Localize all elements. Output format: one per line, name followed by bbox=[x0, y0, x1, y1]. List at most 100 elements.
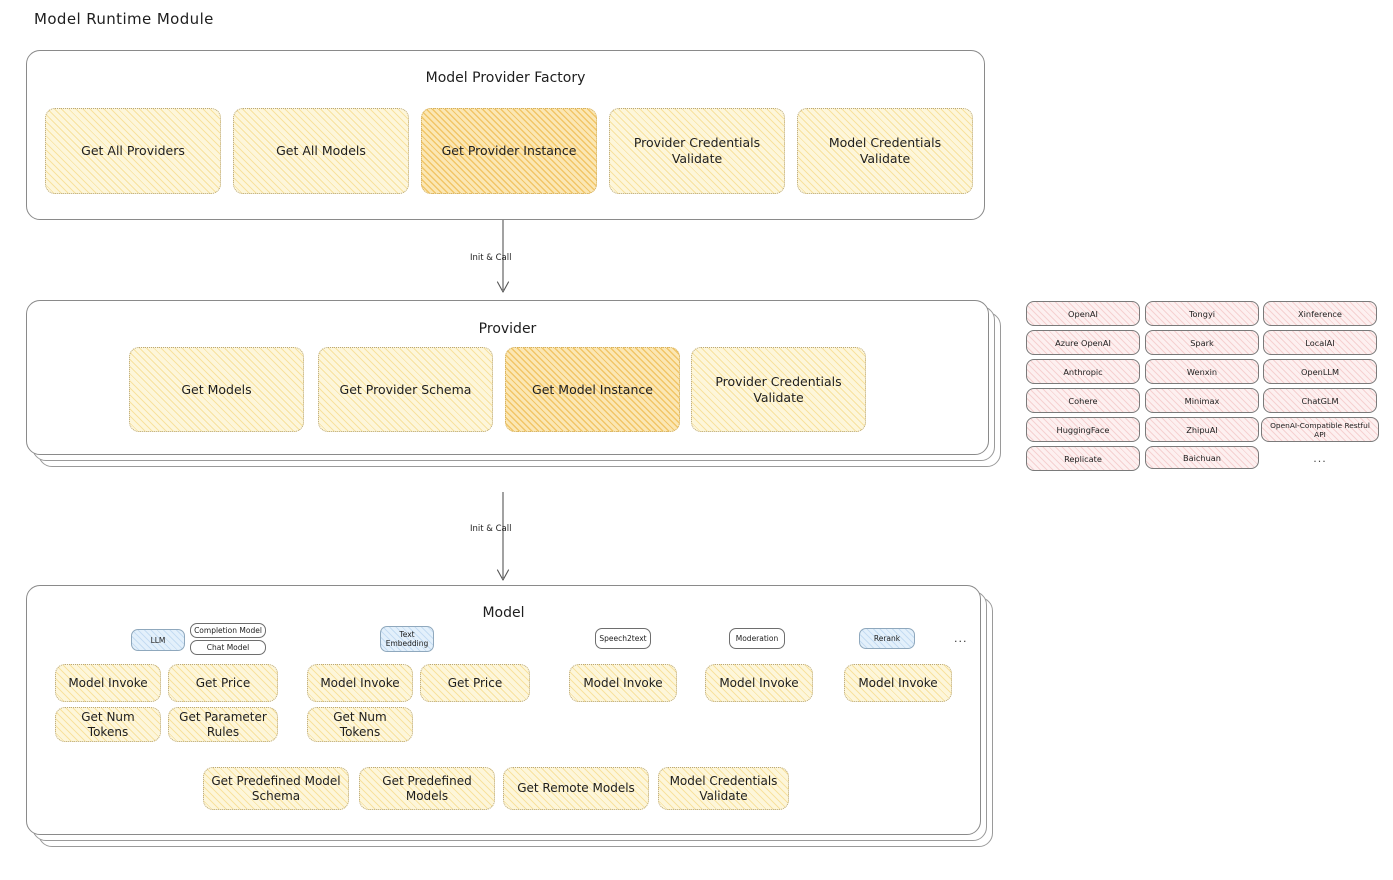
provider-chip-cohere[interactable]: Cohere bbox=[1026, 388, 1140, 413]
chip-label: Wenxin bbox=[1186, 366, 1218, 377]
node-get-models[interactable]: Get Models bbox=[129, 347, 304, 432]
badge-speech2text[interactable]: Speech2text bbox=[595, 628, 651, 649]
badge-label: Text Embedding bbox=[385, 630, 429, 648]
node-label: Get Predefined Models bbox=[382, 773, 472, 803]
factory-title: Model Provider Factory bbox=[425, 70, 586, 86]
provider-title: Provider bbox=[478, 321, 537, 337]
chip-label: HuggingFace bbox=[1056, 424, 1110, 435]
node-model-credentials-validate[interactable]: Model Credentials Validate bbox=[797, 108, 973, 194]
badge-label: Chat Model bbox=[206, 643, 250, 652]
node-label: Model Invoke bbox=[68, 675, 148, 690]
node-speech2text-model-invoke[interactable]: Model Invoke bbox=[569, 664, 677, 702]
node-embedding-model-invoke[interactable]: Model Invoke bbox=[307, 664, 413, 702]
badge-label: Completion Model bbox=[194, 626, 262, 635]
chip-label: Azure OpenAI bbox=[1055, 337, 1111, 348]
node-get-model-instance[interactable]: Get Model Instance bbox=[505, 347, 680, 432]
chip-label: Spark bbox=[1190, 337, 1214, 348]
node-label: Model Credentials Validate bbox=[828, 135, 942, 166]
node-get-all-models[interactable]: Get All Models bbox=[233, 108, 409, 194]
node-llm-get-parameter-rules[interactable]: Get Parameter Rules bbox=[168, 707, 278, 742]
provider-panel: Provider Get Models Get Provider Schema … bbox=[26, 300, 989, 455]
badge-llm[interactable]: LLM bbox=[131, 629, 185, 651]
node-label: Get Price bbox=[447, 675, 503, 690]
page-title: Model Runtime Module bbox=[34, 10, 214, 28]
node-llm-get-price[interactable]: Get Price bbox=[168, 664, 278, 702]
chip-label: Tongyi bbox=[1188, 308, 1216, 319]
provider-chip-tongyi[interactable]: Tongyi bbox=[1145, 301, 1259, 326]
provider-chip-localai[interactable]: LocalAI bbox=[1263, 330, 1377, 355]
provider-list-ellipsis: ... bbox=[1313, 452, 1327, 465]
node-moderation-model-invoke[interactable]: Model Invoke bbox=[705, 664, 813, 702]
badge-chat-model[interactable]: Chat Model bbox=[190, 640, 266, 655]
node-label: Get Models bbox=[181, 381, 252, 397]
node-get-predefined-model-schema[interactable]: Get Predefined Model Schema bbox=[203, 767, 349, 810]
node-label: Get Remote Models bbox=[517, 781, 635, 795]
node-label: Get Provider Schema bbox=[339, 381, 472, 397]
node-label: Model Credentials Validate bbox=[669, 773, 778, 803]
provider-chip-openai-compatible-restful-api[interactable]: OpenAI-Compatible Restful API bbox=[1261, 417, 1379, 442]
node-get-predefined-models[interactable]: Get Predefined Models bbox=[359, 767, 495, 810]
badge-rerank[interactable]: Rerank bbox=[859, 628, 915, 649]
node-label: Model Invoke bbox=[858, 675, 938, 690]
arrow-label-init-call-1: Init & Call bbox=[470, 253, 512, 263]
node-llm-model-invoke[interactable]: Model Invoke bbox=[55, 664, 161, 702]
node-label: Model Invoke bbox=[719, 675, 799, 690]
node-label: Provider Credentials Validate bbox=[633, 135, 761, 166]
provider-chip-minimax[interactable]: Minimax bbox=[1145, 388, 1259, 413]
chip-label: LocalAI bbox=[1305, 337, 1335, 348]
provider-chip-chatglm[interactable]: ChatGLM bbox=[1263, 388, 1377, 413]
provider-chip-xinference[interactable]: Xinference bbox=[1263, 301, 1377, 326]
node-label: Model Invoke bbox=[583, 675, 663, 690]
node-label: Get All Providers bbox=[81, 143, 185, 159]
provider-chip-wenxin[interactable]: Wenxin bbox=[1145, 359, 1259, 384]
provider-chip-anthropic[interactable]: Anthropic bbox=[1026, 359, 1140, 384]
badge-label: Moderation bbox=[735, 634, 779, 643]
node-rerank-model-invoke[interactable]: Model Invoke bbox=[844, 664, 952, 702]
arrow-label-init-call-2: Init & Call bbox=[470, 524, 512, 534]
badge-label: Speech2text bbox=[599, 634, 647, 643]
node-embedding-get-price[interactable]: Get Price bbox=[420, 664, 530, 702]
node-provider-credentials-validate[interactable]: Provider Credentials Validate bbox=[609, 108, 785, 194]
chip-label: Cohere bbox=[1068, 395, 1098, 406]
chip-label: Minimax bbox=[1184, 395, 1220, 406]
chip-label: Xinference bbox=[1298, 308, 1342, 319]
node-get-provider-instance[interactable]: Get Provider Instance bbox=[421, 108, 597, 194]
badge-completion-model[interactable]: Completion Model bbox=[190, 623, 266, 638]
node-provider-credentials-validate-2[interactable]: Provider Credentials Validate bbox=[691, 347, 866, 432]
provider-chip-baichuan[interactable]: Baichuan bbox=[1145, 446, 1259, 469]
node-embedding-get-num-tokens[interactable]: Get Num Tokens bbox=[307, 707, 413, 742]
badge-label: Rerank bbox=[873, 634, 901, 643]
node-get-all-providers[interactable]: Get All Providers bbox=[45, 108, 221, 194]
provider-chip-replicate[interactable]: Replicate bbox=[1026, 446, 1140, 471]
arrow-provider-to-model bbox=[496, 492, 510, 581]
node-get-provider-schema[interactable]: Get Provider Schema bbox=[318, 347, 493, 432]
chip-label: OpenAI bbox=[1068, 308, 1098, 319]
node-llm-get-num-tokens[interactable]: Get Num Tokens bbox=[55, 707, 161, 742]
chip-label: ZhipuAI bbox=[1186, 424, 1218, 435]
node-label: Get Provider Instance bbox=[441, 143, 577, 159]
provider-chip-openllm[interactable]: OpenLLM bbox=[1263, 359, 1377, 384]
chip-label: OpenLLM bbox=[1300, 366, 1340, 377]
node-label: Get Num Tokens bbox=[333, 709, 387, 739]
provider-chip-azure-openai[interactable]: Azure OpenAI bbox=[1026, 330, 1140, 355]
chip-label: ChatGLM bbox=[1301, 395, 1339, 406]
chip-label: Baichuan bbox=[1183, 452, 1221, 463]
badge-moderation[interactable]: Moderation bbox=[729, 628, 785, 649]
provider-chip-zhipuai[interactable]: ZhipuAI bbox=[1145, 417, 1259, 442]
model-title: Model bbox=[482, 605, 525, 621]
node-label: Get Price bbox=[195, 675, 251, 690]
badge-label: LLM bbox=[150, 635, 166, 645]
model-panel: Model LLM Completion Model Chat Model Te… bbox=[26, 585, 981, 835]
model-types-ellipsis: ... bbox=[954, 632, 968, 645]
chip-label: Replicate bbox=[1064, 453, 1102, 464]
provider-chip-spark[interactable]: Spark bbox=[1145, 330, 1259, 355]
node-model-credentials-validate-2[interactable]: Model Credentials Validate bbox=[658, 767, 789, 810]
provider-chip-huggingface[interactable]: HuggingFace bbox=[1026, 417, 1140, 442]
arrow-factory-to-provider bbox=[496, 220, 510, 293]
node-get-remote-models[interactable]: Get Remote Models bbox=[503, 767, 649, 810]
chip-label: Anthropic bbox=[1063, 366, 1103, 377]
node-label: Get Parameter Rules bbox=[179, 709, 267, 739]
badge-text-embedding[interactable]: Text Embedding bbox=[380, 626, 434, 652]
provider-chip-openai[interactable]: OpenAI bbox=[1026, 301, 1140, 326]
